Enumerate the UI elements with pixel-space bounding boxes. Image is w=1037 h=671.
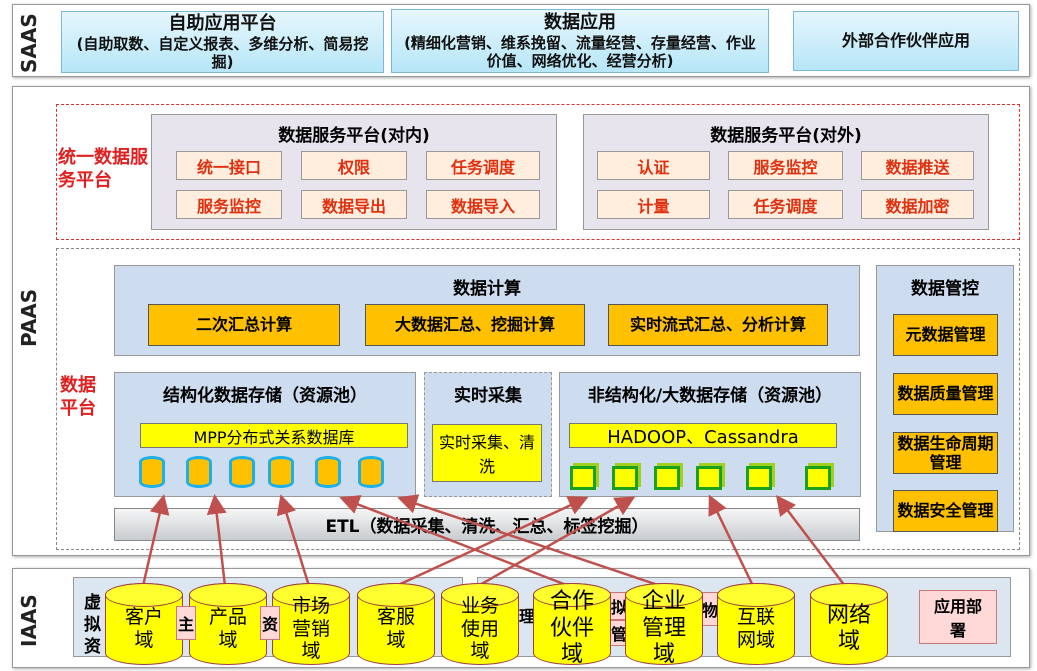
hadoop-database: HADOOP、Cassandra [569, 423, 837, 448]
etl-bar: ETL（数据采集、清洗、汇总、标签挖掘） [114, 508, 860, 541]
panel-title: 数据服务平台(对内) [278, 126, 430, 146]
domain-label: 合作伙伴域 [549, 589, 594, 668]
database-icon [268, 456, 294, 488]
service-item: 计量 [597, 190, 710, 219]
database-icon [358, 456, 384, 488]
service-item: 统一接口 [176, 151, 282, 180]
node-icon [570, 466, 596, 490]
saas-layer: SAAS 自助应用平台 (自助取数、自定义报表、多维分析、简易挖掘) 数据应用 … [12, 4, 1030, 77]
box-title: 数据应用 [544, 12, 616, 34]
domain-service: 客服域 [357, 583, 435, 665]
service-item: 任务调度 [728, 190, 843, 219]
mpp-database: MPP分布式关系数据库 [140, 423, 408, 448]
domain-label: 网络域 [826, 602, 871, 654]
compute-item: 二次汇总计算 [148, 304, 340, 346]
arrow [141, 494, 170, 587]
database-icon [186, 456, 212, 488]
panel-title: 实时采集 [454, 386, 522, 406]
domain-product: 产品域 [189, 583, 267, 665]
domain-label: 客服域 [376, 606, 415, 651]
domain-customer: 客户域 [105, 583, 183, 665]
data-platform-area [56, 248, 1020, 550]
domain-label: 产品域 [208, 606, 247, 651]
service-item: 服务监控 [176, 190, 282, 219]
domain-enterprise: 企业管理域 [625, 583, 703, 668]
compute-item: 实时流式汇总、分析计算 [608, 304, 828, 346]
panel-title: 非结构化/大数据存储（资源池） [587, 386, 833, 406]
partial-box: 理 [518, 607, 535, 626]
service-platform-label: 统一数据服务平台 [58, 147, 148, 192]
service-item: 任务调度 [426, 151, 540, 180]
domain-label: 互联网域 [736, 606, 775, 651]
domain-label: 市场营销域 [291, 594, 330, 663]
saas-partner-app: 外部合作伙伴应用 [793, 11, 1019, 71]
arrow [206, 494, 227, 587]
service-item: 认证 [597, 151, 710, 180]
domain-network: 网络域 [810, 583, 888, 665]
arrow [708, 494, 755, 587]
database-icon [139, 456, 165, 488]
service-item: 数据加密 [861, 190, 974, 219]
governance-item: 数据质量管理 [893, 373, 998, 415]
database-icon [229, 456, 255, 488]
box-desc: (自助取数、自定义报表、多维分析、简易挖掘) [76, 34, 369, 71]
domain-marketing: 市场营销域 [272, 583, 350, 665]
governance-item: 元数据管理 [893, 314, 998, 356]
saas-self-service: 自助应用平台 (自助取数、自定义报表、多维分析、简易挖掘) [61, 11, 384, 73]
partial-box: 资 [260, 606, 280, 640]
arrow [339, 495, 570, 588]
node-icon [654, 466, 680, 490]
partial-box: 主 [176, 606, 196, 640]
service-item: 数据导出 [301, 190, 407, 219]
panel-title: 数据管控 [911, 279, 979, 299]
panel-title: 数据计算 [453, 279, 521, 299]
realtime-item: 实时采集、清洗 [432, 424, 542, 482]
box-desc: (精细化营销、维系挽留、流量经营、存量经营、作业价值、网络优化、经营分析) [404, 33, 756, 70]
service-item: 数据导入 [426, 190, 540, 219]
domain-label: 企业管理域 [641, 589, 686, 668]
node-icon [696, 466, 722, 490]
node-icon [805, 466, 831, 490]
data-platform-label: 数据平台 [60, 375, 96, 420]
node-icon [612, 466, 638, 490]
service-item: 数据推送 [861, 151, 974, 180]
domain-partner: 合作伙伴域 [533, 583, 611, 668]
domain-label: 客户域 [124, 606, 163, 651]
governance-item: 数据生命周期管理 [893, 432, 998, 474]
domain-internet: 互联网域 [717, 583, 795, 665]
governance-item: 数据安全管理 [893, 490, 998, 532]
service-item: 权限 [301, 151, 407, 180]
domain-business: 业务使用域 [441, 583, 519, 665]
node-icon [746, 466, 772, 490]
box-title: 外部合作伙伴应用 [841, 31, 970, 51]
arrow [477, 496, 636, 588]
virtual-resource-label: 虚拟资 [84, 593, 101, 658]
app-deploy: 应用部署 [919, 590, 997, 644]
arrow [276, 494, 311, 587]
service-platform-area [56, 104, 1020, 240]
arrow [775, 495, 846, 587]
compute-item: 大数据汇总、挖掘计算 [365, 304, 585, 346]
service-item: 服务监控 [728, 151, 843, 180]
panel-title: 结构化数据存储（资源池） [163, 386, 367, 406]
arrow [395, 496, 589, 588]
panel-title: 数据服务平台(对外) [710, 126, 862, 146]
saas-data-app: 数据应用 (精细化营销、维系挽留、流量经营、存量经营、作业价值、网络优化、经营分… [391, 9, 769, 73]
domain-label: 业务使用域 [460, 594, 499, 663]
box-title: 自助应用平台 [168, 13, 277, 35]
database-icon [315, 456, 341, 488]
arrow [397, 494, 662, 588]
